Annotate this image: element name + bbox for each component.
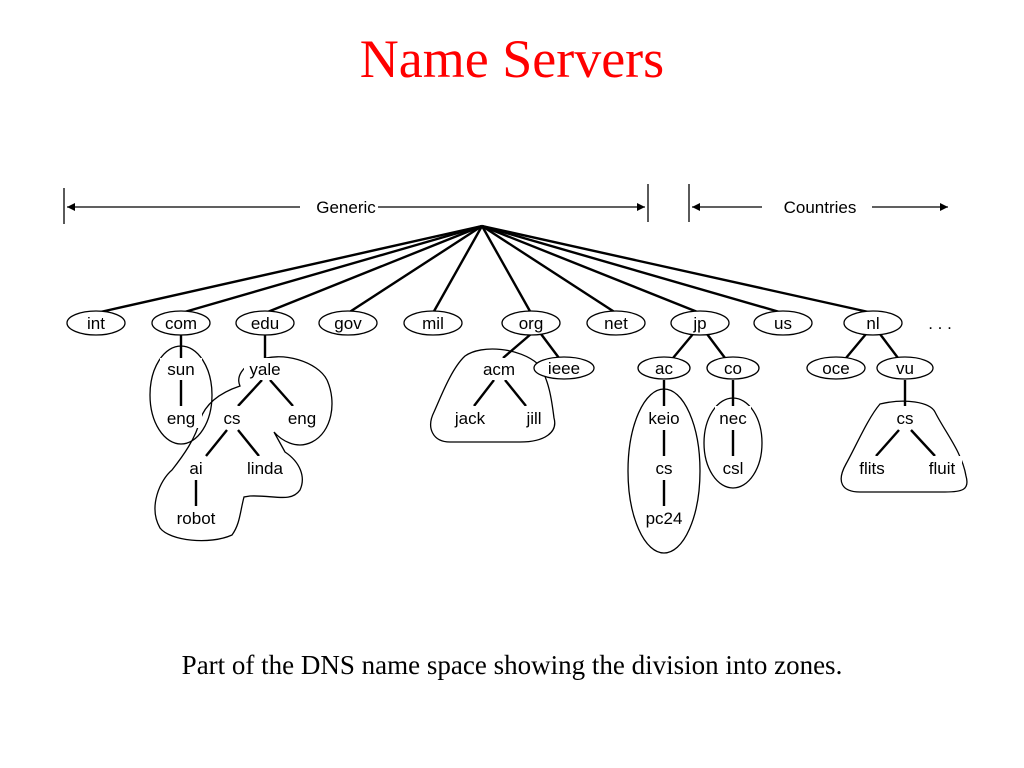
zone-vu <box>840 400 968 493</box>
subtree-edges <box>179 333 936 506</box>
svg-text:nec: nec <box>719 409 747 428</box>
svg-text:int: int <box>87 314 105 333</box>
node-net: net <box>586 310 646 336</box>
node-vu: vu <box>876 356 934 380</box>
node-ac: ac <box>637 356 691 380</box>
more-domains-ellipsis: . . . <box>928 314 952 333</box>
node-jp: jp <box>670 310 730 336</box>
svg-text:net: net <box>604 314 628 333</box>
node-int: int <box>66 310 126 336</box>
node-jack: jack <box>450 406 492 428</box>
svg-text:linda: linda <box>247 459 283 478</box>
svg-text:csl: csl <box>723 459 744 478</box>
node-sun: sun <box>160 358 202 380</box>
svg-text:edu: edu <box>251 314 279 333</box>
node-us: us <box>753 310 813 336</box>
node-csl: csl <box>717 456 749 478</box>
svg-text:ai: ai <box>189 459 202 478</box>
node-yale-eng: eng <box>283 406 321 428</box>
node-jill: jill <box>520 406 550 428</box>
svg-text:ac: ac <box>655 359 673 378</box>
generic-label: Generic <box>316 198 376 217</box>
svg-text:sun: sun <box>167 360 194 379</box>
figure-caption: Part of the DNS name space showing the d… <box>181 650 843 680</box>
node-com: com <box>151 310 211 336</box>
svg-text:yale: yale <box>249 360 280 379</box>
node-yale: yale <box>244 358 286 380</box>
node-ai: ai <box>186 456 206 478</box>
node-flits: flits <box>852 456 892 478</box>
countries-label: Countries <box>784 198 857 217</box>
node-edu: edu <box>235 310 295 336</box>
zone-acm <box>430 348 556 443</box>
node-yale-cs: cs <box>219 406 245 428</box>
node-nec: nec <box>715 406 751 428</box>
svg-text:co: co <box>724 359 742 378</box>
svg-text:us: us <box>774 314 792 333</box>
svg-text:ieee: ieee <box>548 359 580 378</box>
svg-text:cs: cs <box>656 459 673 478</box>
node-acm: acm <box>479 358 519 380</box>
svg-text:flits: flits <box>859 459 885 478</box>
svg-text:robot: robot <box>177 509 216 528</box>
svg-text:jp: jp <box>692 314 706 333</box>
svg-text:jack: jack <box>454 409 486 428</box>
node-keio: keio <box>644 406 684 428</box>
node-gov: gov <box>318 310 378 336</box>
node-org: org <box>501 310 561 336</box>
root-edges <box>95 224 874 315</box>
node-robot: robot <box>170 506 222 528</box>
node-co: co <box>706 356 760 380</box>
countries-bracket: Countries <box>688 184 948 222</box>
svg-text:acm: acm <box>483 360 515 379</box>
node-mil: mil <box>403 310 463 336</box>
node-nl: nl <box>843 310 903 336</box>
node-keio-cs: cs <box>652 456 676 478</box>
svg-text:oce: oce <box>822 359 849 378</box>
svg-text:cs: cs <box>224 409 241 428</box>
page-title: Name Servers <box>359 29 665 89</box>
svg-text:nl: nl <box>866 314 879 333</box>
node-fluit: fluit <box>922 456 962 478</box>
svg-text:gov: gov <box>334 314 362 333</box>
node-sun-eng: eng <box>160 406 202 428</box>
svg-text:com: com <box>165 314 197 333</box>
node-ieee: ieee <box>533 356 595 380</box>
svg-text:eng: eng <box>167 409 195 428</box>
svg-text:eng: eng <box>288 409 316 428</box>
svg-text:fluit: fluit <box>929 459 956 478</box>
node-linda: linda <box>243 456 287 478</box>
svg-text:jill: jill <box>525 409 541 428</box>
node-pc24: pc24 <box>641 506 687 528</box>
svg-text:org: org <box>519 314 544 333</box>
svg-text:cs: cs <box>897 409 914 428</box>
svg-text:mil: mil <box>422 314 444 333</box>
node-vu-cs: cs <box>893 406 917 428</box>
svg-text:keio: keio <box>648 409 679 428</box>
svg-text:pc24: pc24 <box>646 509 683 528</box>
svg-text:vu: vu <box>896 359 914 378</box>
generic-bracket: Generic <box>63 184 649 224</box>
node-oce: oce <box>806 356 866 380</box>
